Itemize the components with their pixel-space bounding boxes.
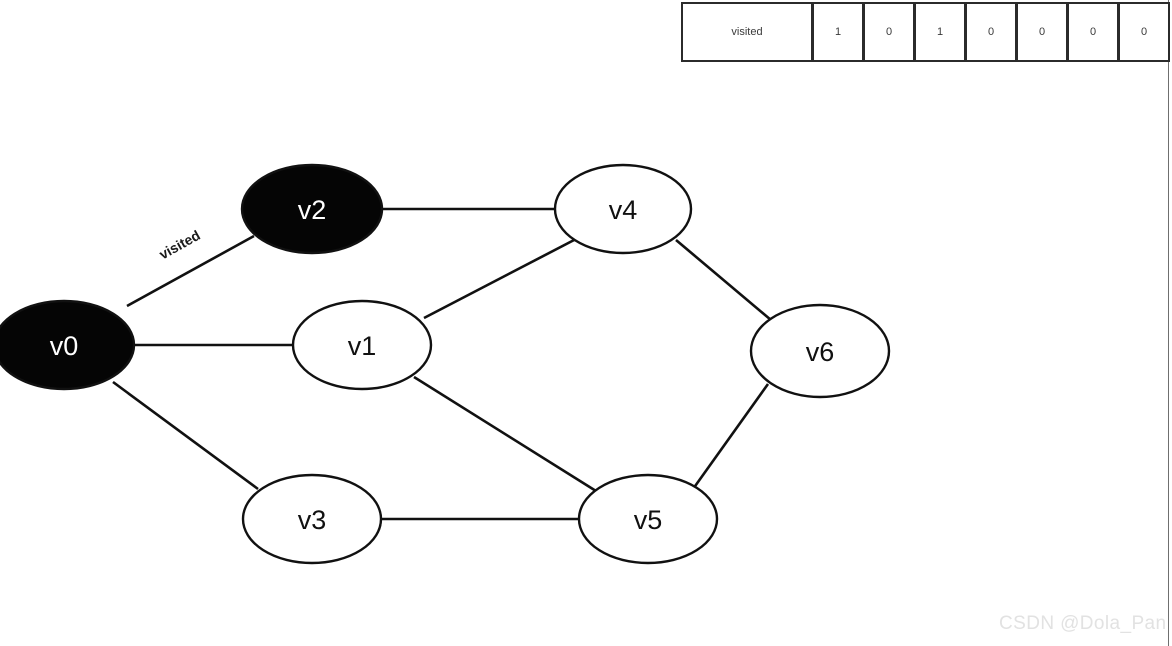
edge-line (413, 375, 597, 493)
edge-line (126, 234, 255, 308)
graph-node-v3[interactable]: v3 (241, 473, 383, 565)
node-shape-v2 (240, 163, 384, 255)
node-shape-v1 (291, 299, 433, 391)
node-shape-v0 (0, 299, 136, 391)
page-border-line (1168, 0, 1169, 646)
node-label-v5: v5 (634, 505, 663, 535)
visited-cell-6: 0 (1118, 2, 1170, 62)
graph-edge-v0-v2: visited (126, 227, 255, 308)
edge-layer: visited (112, 207, 772, 521)
visited-cell-5: 0 (1067, 2, 1119, 62)
edge-line (675, 239, 772, 321)
edge-label-v0-v2: visited (156, 227, 203, 262)
node-label-v6: v6 (806, 337, 835, 367)
node-label-v2: v2 (298, 195, 327, 225)
graph-node-v0[interactable]: v0 (0, 299, 136, 391)
graph-node-v1[interactable]: v1 (291, 299, 433, 391)
visited-cell-1: 0 (863, 2, 915, 62)
graph-node-v4[interactable]: v4 (553, 163, 693, 255)
node-shape-v6 (749, 303, 891, 399)
edge-line (691, 383, 770, 490)
visited-cell-3: 0 (965, 2, 1017, 62)
graph-edge-v0-v3 (112, 380, 259, 491)
visited-cell-4: 0 (1016, 2, 1068, 62)
node-shape-v4 (553, 163, 693, 255)
edge-line (423, 237, 577, 320)
node-label-v1: v1 (348, 331, 377, 361)
node-shape-v3 (241, 473, 383, 565)
node-label-v4: v4 (609, 195, 638, 225)
graph-node-v2[interactable]: v2 (240, 163, 384, 255)
graph-edge-v1-v5 (413, 375, 597, 493)
visited-cell-2: 1 (914, 2, 966, 62)
graph-node-v5[interactable]: v5 (577, 473, 719, 565)
node-label-v3: v3 (298, 505, 327, 535)
edge-line (112, 380, 259, 491)
node-layer: v0 v1 v2 v3 v4 v5 v6 (0, 163, 891, 565)
graph-edge-v6-v5 (691, 383, 770, 490)
graph-edge-v1-v4 (423, 237, 577, 320)
visited-table-row-label: visited (681, 2, 813, 62)
graph-edge-v4-v6 (675, 239, 772, 321)
graph-node-v6[interactable]: v6 (749, 303, 891, 399)
node-shape-v5 (577, 473, 719, 565)
visited-table: visited 1 0 1 0 0 0 0 (681, 2, 1170, 62)
csdn-watermark: CSDN @Dola_Pan (999, 613, 1167, 634)
node-label-v0: v0 (50, 331, 79, 361)
